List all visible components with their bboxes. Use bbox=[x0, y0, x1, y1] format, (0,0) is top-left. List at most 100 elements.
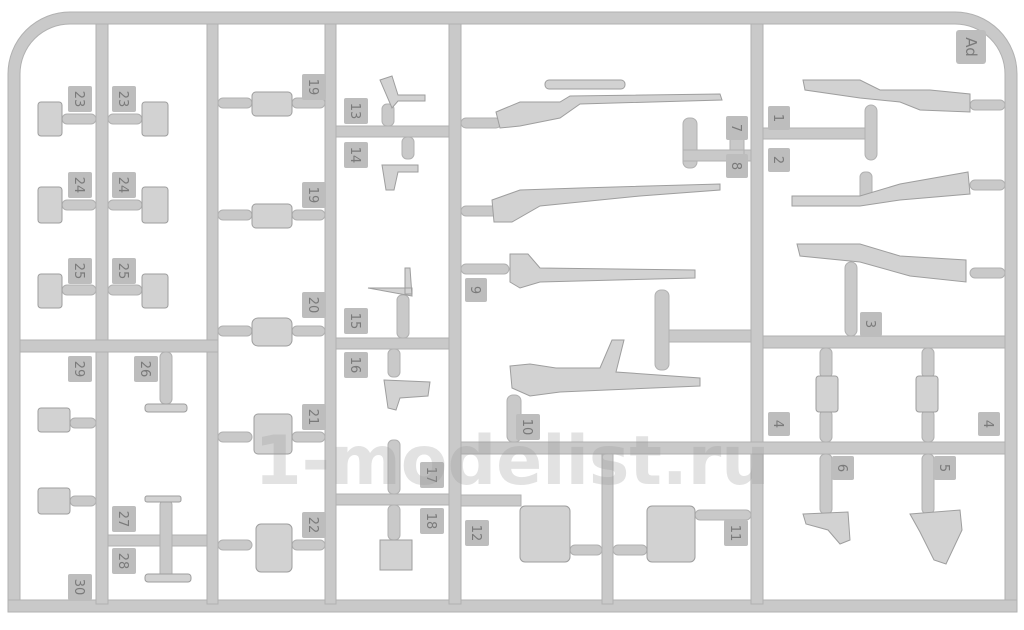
part-18 bbox=[379, 539, 413, 571]
tag-10: 10 bbox=[516, 414, 540, 440]
tag-20-label: 20 bbox=[305, 297, 320, 314]
tag-6: 6 bbox=[832, 456, 854, 480]
ammo-pouch-19b bbox=[251, 203, 293, 229]
pouch-21 bbox=[253, 413, 293, 455]
tag-1: 1 bbox=[768, 106, 790, 130]
tag-11-label: 11 bbox=[727, 525, 742, 542]
tag-21: 21 bbox=[302, 404, 326, 430]
tag-13-label: 13 bbox=[347, 103, 362, 120]
tag-16-label: 16 bbox=[347, 357, 362, 374]
tag-23b-label: 23 bbox=[115, 91, 130, 108]
tag-26: 26 bbox=[134, 356, 158, 382]
part-26-bar bbox=[144, 403, 188, 413]
tag-3-label: 3 bbox=[862, 320, 877, 328]
tag-16: 16 bbox=[344, 352, 368, 378]
tag-30: 30 bbox=[68, 574, 92, 600]
tag-19b: 19 bbox=[302, 182, 326, 208]
tag-12: 12 bbox=[465, 520, 489, 546]
pouch-11 bbox=[646, 505, 696, 563]
tag-29-label: 29 bbox=[71, 361, 86, 378]
tag-8-label: 8 bbox=[728, 162, 743, 170]
watermark-text: 1-modelist.ru bbox=[254, 422, 769, 501]
camo-cover-parts bbox=[37, 101, 169, 515]
tag-4b-label: 4 bbox=[980, 420, 995, 428]
tag-25b-label: 25 bbox=[115, 263, 130, 280]
rifle-12-assault bbox=[509, 339, 701, 397]
tag-19a: 19 bbox=[302, 74, 326, 100]
part-27-top bbox=[144, 495, 182, 503]
tag-19b-label: 19 bbox=[305, 187, 320, 204]
tag-22-label: 22 bbox=[305, 517, 320, 534]
tag-24b-label: 24 bbox=[115, 177, 130, 194]
holster-5 bbox=[909, 509, 963, 565]
tag-22: 22 bbox=[302, 512, 326, 538]
tag-29: 29 bbox=[68, 356, 92, 382]
tag-27: 27 bbox=[112, 506, 136, 532]
pistol-15 bbox=[367, 267, 413, 297]
tag-24a: 24 bbox=[68, 172, 92, 198]
tag-2-label: 2 bbox=[770, 156, 785, 164]
tag-19a-label: 19 bbox=[305, 79, 320, 96]
part-4a bbox=[815, 375, 839, 413]
tag-15-label: 15 bbox=[347, 313, 362, 330]
tag-2: 2 bbox=[768, 148, 790, 172]
pouch-22 bbox=[255, 523, 293, 573]
tag-15: 15 bbox=[344, 308, 368, 334]
tag-5-label: 5 bbox=[936, 464, 951, 472]
tag-25a-label: 25 bbox=[71, 263, 86, 280]
pistol-14 bbox=[381, 164, 419, 191]
tag-7: 7 bbox=[726, 116, 748, 140]
part-4b bbox=[915, 375, 939, 413]
tag-1-label: 1 bbox=[770, 114, 785, 122]
tag-23a: 23 bbox=[68, 86, 92, 112]
rifle-10-semi bbox=[491, 183, 721, 223]
tag-14: 14 bbox=[344, 142, 368, 168]
tag-4a: 4 bbox=[768, 412, 790, 436]
holster-6 bbox=[802, 511, 851, 545]
sprue-letter: Ad bbox=[962, 37, 980, 57]
parts bbox=[37, 75, 971, 583]
mg-9 bbox=[509, 253, 696, 289]
tag-24b: 24 bbox=[112, 172, 136, 198]
tag-30-label: 30 bbox=[71, 579, 86, 596]
rifle-7-scope bbox=[544, 79, 626, 90]
smg-3 bbox=[796, 243, 967, 283]
tag-11: 11 bbox=[724, 520, 748, 546]
pouch-12 bbox=[519, 505, 571, 563]
tag-23b: 23 bbox=[112, 86, 136, 112]
ammo-pouch-19a bbox=[251, 91, 293, 117]
tag-14-label: 14 bbox=[347, 147, 362, 164]
tag-27-label: 27 bbox=[115, 511, 130, 528]
pistol-13 bbox=[379, 75, 426, 109]
tag-17-label: 17 bbox=[423, 467, 438, 484]
tag-12-label: 12 bbox=[468, 525, 483, 542]
tag-24a-label: 24 bbox=[71, 177, 86, 194]
tag-13: 13 bbox=[344, 98, 368, 124]
tag-10-label: 10 bbox=[519, 419, 534, 436]
tag-28: 28 bbox=[112, 548, 136, 574]
sprue-frame bbox=[7, 11, 1018, 613]
tag-23a-label: 23 bbox=[71, 91, 86, 108]
tag-3: 3 bbox=[860, 312, 882, 336]
tag-18: 18 bbox=[420, 508, 444, 534]
tag-4b: 4 bbox=[978, 412, 1000, 436]
tag-25b: 25 bbox=[112, 258, 136, 284]
tag-20: 20 bbox=[302, 292, 326, 318]
tag-25a: 25 bbox=[68, 258, 92, 284]
sprue-letter-tag: Ad bbox=[956, 30, 986, 64]
tag-18-label: 18 bbox=[423, 513, 438, 530]
tag-9-label: 9 bbox=[467, 286, 482, 294]
tag-7-label: 7 bbox=[728, 124, 743, 132]
smg-1 bbox=[802, 79, 971, 113]
sprue-runners bbox=[19, 23, 1006, 605]
tag-5: 5 bbox=[934, 456, 956, 480]
pouch-20 bbox=[251, 317, 293, 347]
tag-6-label: 6 bbox=[834, 464, 849, 472]
tag-26-label: 26 bbox=[137, 361, 152, 378]
holster-16 bbox=[383, 379, 431, 411]
tag-28-label: 28 bbox=[115, 553, 130, 570]
tag-17: 17 bbox=[420, 462, 444, 488]
tag-4a-label: 4 bbox=[770, 420, 785, 428]
tag-9: 9 bbox=[465, 278, 487, 302]
